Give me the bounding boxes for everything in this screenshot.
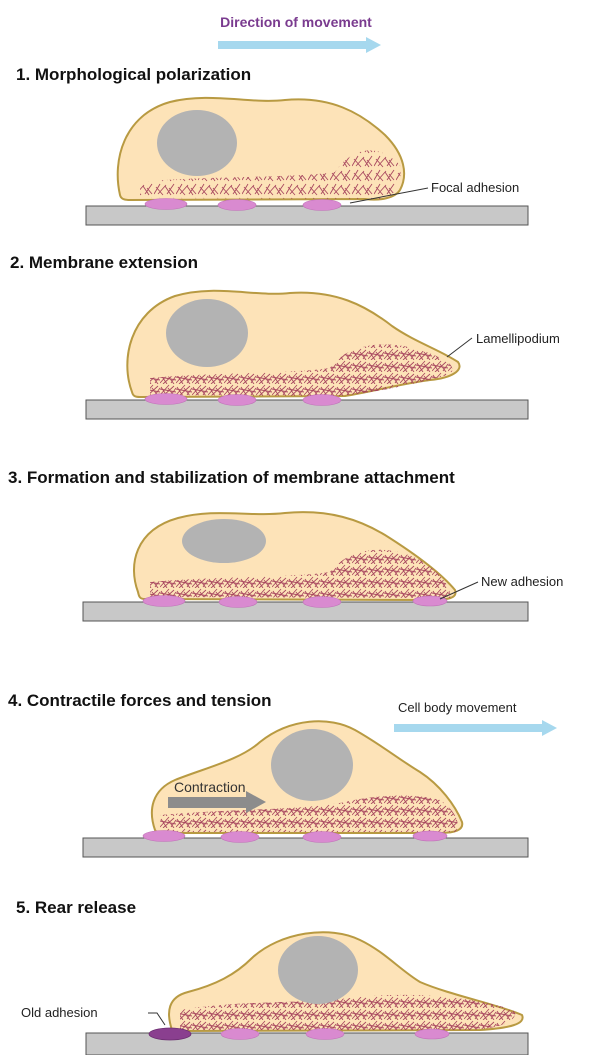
step-title: 2. Membrane extension (10, 253, 198, 272)
step-1: 1. Morphological polarization Focal adhe… (16, 65, 528, 225)
cell-body-movement-arrow-shaft (394, 724, 544, 732)
adhesion (415, 1029, 449, 1039)
cell-body-movement-arrow-head (542, 720, 557, 736)
annotation-leader (148, 1013, 165, 1025)
nucleus (278, 936, 358, 1004)
annotation-leader (447, 338, 472, 357)
substrate (83, 838, 528, 857)
direction-label: Direction of movement (220, 14, 372, 30)
adhesion (219, 597, 257, 608)
step-title: 5. Rear release (16, 898, 136, 917)
annotation-label: Focal adhesion (431, 180, 519, 195)
adhesion (221, 1029, 259, 1040)
annotation-label: Lamellipodium (476, 331, 560, 346)
nucleus (157, 110, 237, 176)
nucleus (182, 519, 266, 563)
adhesion (145, 394, 187, 405)
adhesion (218, 200, 256, 211)
adhesion (218, 395, 256, 406)
nucleus (166, 299, 248, 367)
adhesion (303, 832, 341, 843)
old-adhesion (149, 1028, 191, 1040)
substrate (86, 206, 528, 225)
contraction-label: Contraction (174, 779, 246, 795)
contraction-arrow-shaft (168, 797, 248, 808)
adhesion (143, 831, 185, 842)
adhesion (143, 596, 185, 607)
step-title: 1. Morphological polarization (16, 65, 251, 84)
cell-body-movement-label: Cell body movement (398, 700, 517, 715)
adhesion (303, 597, 341, 608)
step-title: 4. Contractile forces and tension (8, 691, 272, 710)
adhesion (221, 832, 259, 843)
step-title: 3. Formation and stabilization of membra… (8, 468, 455, 487)
step-4: 4. Contractile forces and tension Cell b… (8, 691, 557, 857)
step-2: 2. Membrane extension Lamellipodium (10, 253, 560, 419)
direction-arrow-head (366, 37, 381, 53)
adhesion (306, 1029, 344, 1040)
step-5: 5. Rear release Old adhesion (16, 898, 528, 1055)
step-3: 3. Formation and stabilization of membra… (8, 468, 563, 621)
adhesion (303, 395, 341, 406)
direction-arrow-shaft (218, 41, 368, 49)
new-adhesion (413, 596, 447, 606)
annotation-label: New adhesion (481, 574, 563, 589)
nucleus (271, 729, 353, 801)
adhesion (413, 831, 447, 841)
adhesion (303, 200, 341, 211)
adhesion (145, 199, 187, 210)
annotation-label: Old adhesion (21, 1005, 98, 1020)
